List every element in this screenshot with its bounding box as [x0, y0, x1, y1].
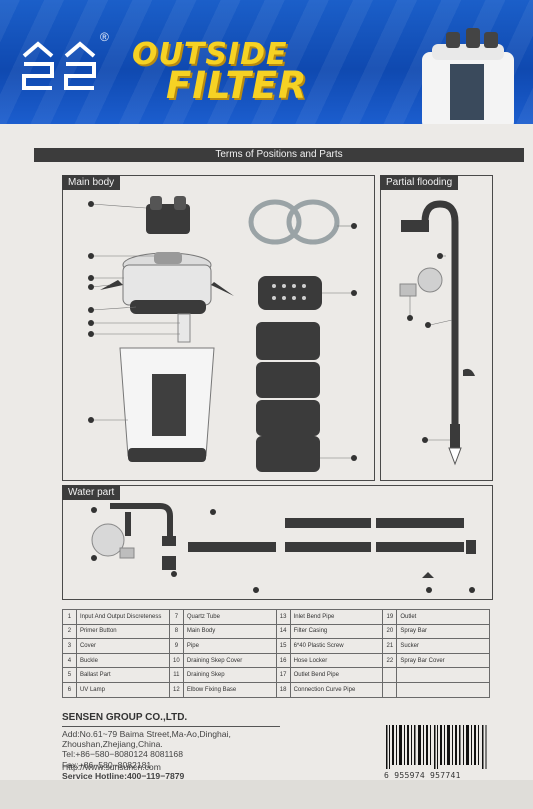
- fax: Fax:+86−580−8082181: [62, 760, 152, 770]
- title-outside: OUTSIDE: [132, 37, 288, 72]
- barcode-number: 6 955974 957741: [384, 771, 461, 780]
- registered-mark: ®: [100, 30, 109, 44]
- main-body-box: Main body: [62, 175, 375, 481]
- telephone: Tel:+86−580−8080124 8081168: [62, 749, 183, 759]
- main-body-illustration: [88, 196, 357, 472]
- water-part-box: Water part: [62, 485, 493, 600]
- panel-bottom-edge: [0, 780, 533, 809]
- top-banner: ® OUTSIDE FILTER: [0, 0, 533, 126]
- address-line-2: Zhoushan,Zhejiang,China.: [62, 739, 163, 749]
- partial-flooding-label: Partial flooding: [380, 175, 459, 190]
- address-line-1: Add:No.61~79 Baima Street,Ma-Ao,Dinghai,: [62, 729, 231, 739]
- partial-flooding-illustration: [399, 200, 475, 466]
- website: Http://www.sunsuncn.com: [62, 762, 161, 772]
- divider: [62, 726, 280, 727]
- barcode: [386, 725, 487, 769]
- sensen-logo: [22, 41, 96, 90]
- title-filter: FILTER: [166, 64, 308, 107]
- section-title: Terms of Positions and Parts: [34, 148, 524, 162]
- partial-flooding-box: Partial flooding: [380, 175, 493, 481]
- company-name: SENSEN GROUP CO.,LTD.: [62, 712, 188, 723]
- main-body-label: Main body: [62, 175, 121, 190]
- water-part-label: Water part: [62, 485, 121, 500]
- product-photo: [422, 28, 514, 126]
- service-hotline: Service Hotline:400−119−7879: [62, 771, 185, 781]
- water-part-illustration: [91, 503, 476, 593]
